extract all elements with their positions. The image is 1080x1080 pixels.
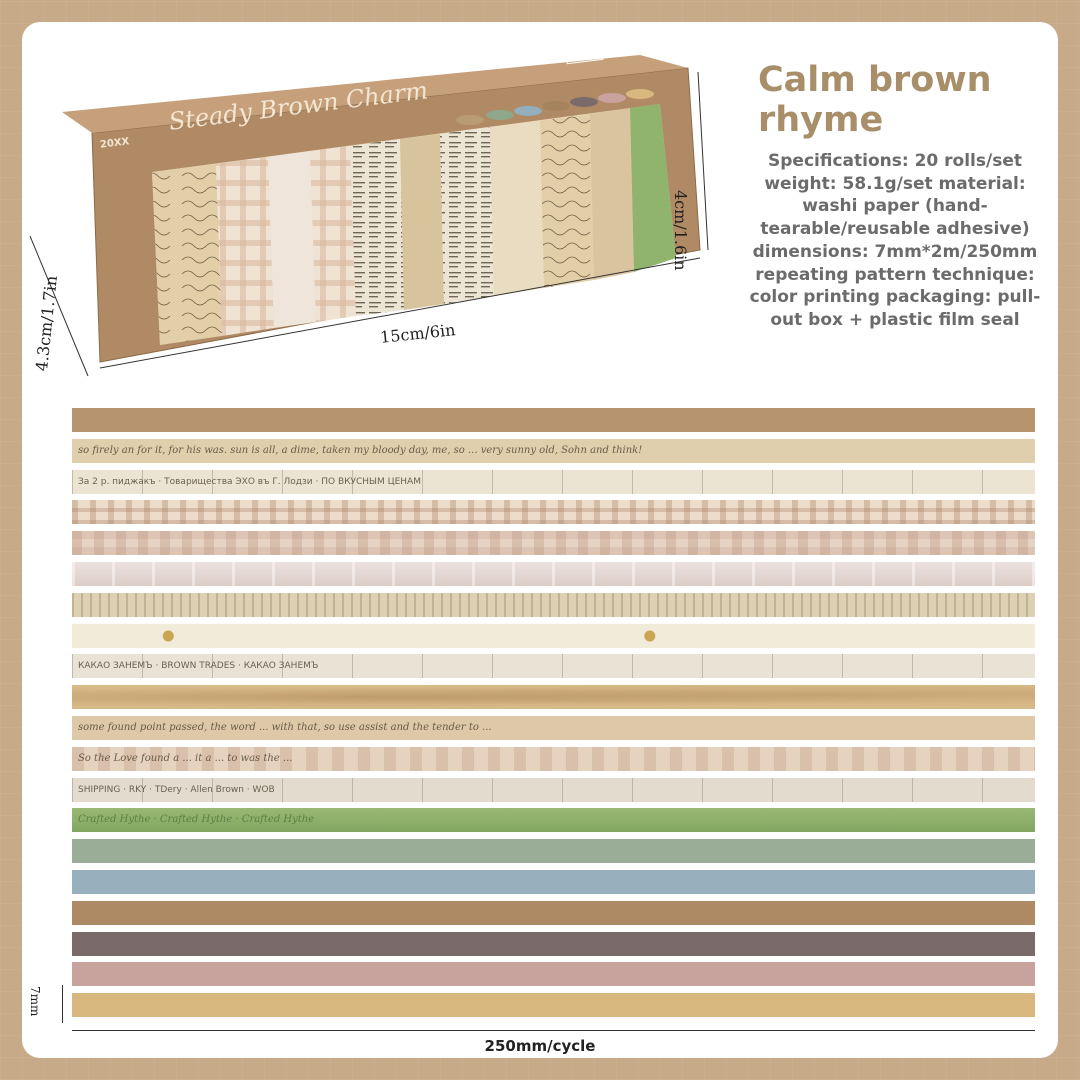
tape-pattern: [72, 839, 1035, 864]
specifications-text: Specifications: 20 rolls/set weight: 58.…: [749, 151, 1041, 330]
tape-print-text: some found point passed, the word ... wi…: [78, 722, 492, 733]
tape-plaid-pink: [72, 531, 1035, 556]
tape-print-text: КАКАО ЗАНЕМЪ · BROWN TRADES · КАКАО ЗАНЕ…: [78, 661, 319, 672]
tape-pattern: [72, 746, 1035, 771]
tape-newspaper-3: SHIPPING · RKY · TDery · Allen Brown · W…: [72, 777, 1035, 802]
tape-tan-solid: [72, 900, 1035, 925]
tape-pattern: [72, 438, 1035, 463]
tape-pattern: [72, 962, 1035, 987]
tape-sage-solid: [72, 839, 1035, 864]
box-roll-tops: [456, 89, 654, 125]
tape-pattern: [72, 716, 1035, 740]
tape-kraft-solid: [72, 408, 1035, 432]
box-drawing: [29, 55, 709, 377]
tape-plaid-lavender: [72, 562, 1035, 586]
tape-pattern: [72, 562, 1035, 586]
tape-pattern: [72, 870, 1035, 894]
tape-green-script: Crafted Hythe · Crafted Hythe · Crafted …: [72, 808, 1035, 833]
product-box-illustration: Steady Brown Charm 20XX 20PCS 15cm/6in 4…: [0, 0, 1080, 400]
tape-swatches: so firely an for it, for his was. sun is…: [72, 408, 1035, 1023]
tape-pattern: [72, 654, 1035, 679]
tape-newspaper-1: За 2 р. пиджакъ · Товарищества ЭХО въ Г.…: [72, 469, 1035, 494]
tape-pattern: [72, 500, 1035, 525]
tape-pattern: [72, 623, 1035, 648]
tape-pattern: [72, 469, 1035, 494]
tape-handwriting-brown: some found point passed, the word ... wi…: [72, 716, 1035, 740]
tape-celestial: [72, 623, 1035, 648]
tape-pattern: [72, 931, 1035, 956]
tape-pattern: [72, 592, 1035, 617]
tape-handwriting-cream: so firely an for it, for his was. sun is…: [72, 438, 1035, 463]
cycle-line: [72, 1030, 1035, 1031]
tape-mauve-solid: [72, 931, 1035, 956]
tape-handwriting-plaid: So the Love found a ... it a ... to was …: [72, 746, 1035, 771]
tape-gold-solid: [72, 993, 1035, 1018]
tape-blue-solid: [72, 870, 1035, 894]
tape-print-text: За 2 р. пиджакъ · Товарищества ЭХО въ Г.…: [78, 476, 421, 487]
tape-pattern: [72, 993, 1035, 1018]
tape-width-line: [62, 985, 63, 1023]
tape-pattern: [72, 408, 1035, 432]
tape-pattern: [72, 531, 1035, 556]
tape-pattern: [72, 777, 1035, 802]
tape-pattern: [72, 808, 1035, 833]
tape-plaid-beige: [72, 500, 1035, 525]
tape-pattern: [72, 900, 1035, 925]
tape-print-text: So the Love found a ... it a ... to was …: [78, 752, 293, 764]
tape-print-text: SHIPPING · RKY · TDery · Allen Brown · W…: [78, 784, 275, 795]
tape-pattern: [72, 685, 1035, 710]
tape-print-text: Crafted Hythe · Crafted Hythe · Crafted …: [78, 814, 315, 826]
product-title: Calm brown rhyme: [758, 60, 992, 140]
tape-aged-paper: [72, 685, 1035, 710]
dimension-height: 4cm/1.6in: [671, 190, 690, 271]
box-tape-strips: [152, 104, 676, 345]
tape-antique-print: [72, 592, 1035, 617]
tape-newspaper-2: КАКАО ЗАНЕМЪ · BROWN TRADES · КАКАО ЗАНЕ…: [72, 654, 1035, 679]
tape-width-label: 7mm: [28, 986, 42, 1017]
cycle-label: 250mm/cycle: [484, 1037, 596, 1055]
tape-rose-solid: [72, 962, 1035, 987]
tape-print-text: so firely an for it, for his was. sun is…: [78, 444, 643, 456]
